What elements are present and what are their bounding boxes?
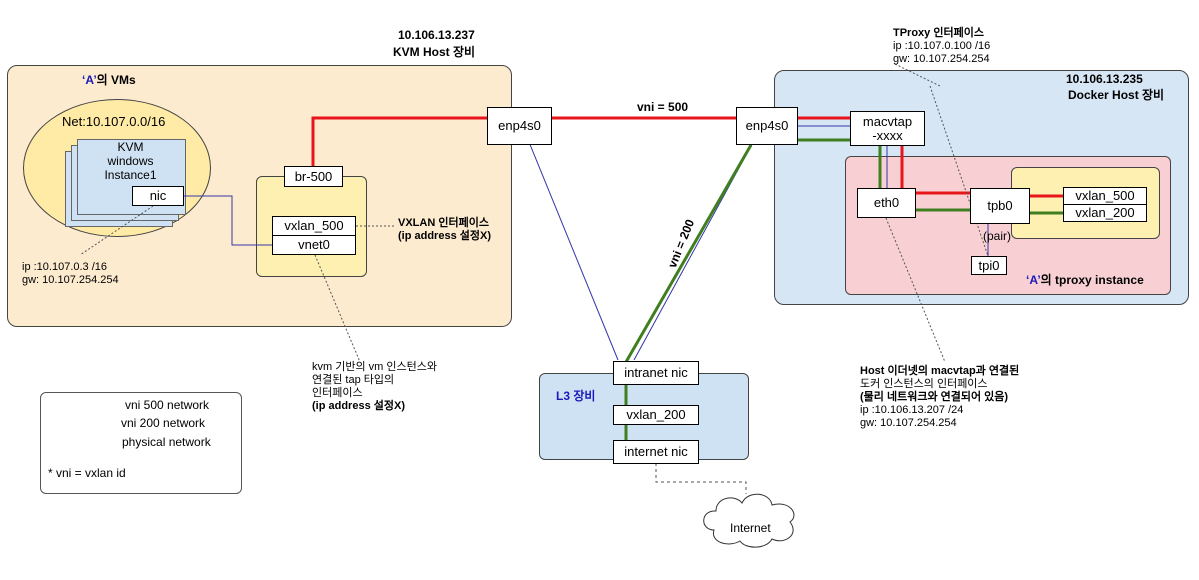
internet-cloud-shape	[703, 493, 795, 548]
docker-vxlan500-box: vxlan_500	[1063, 187, 1147, 205]
vxlan-note-line1: VXLAN 인터페이스	[398, 217, 489, 229]
kvm-note-line4: (ip address 설정X)	[312, 400, 405, 412]
kvm-host-title: KVM Host 장비	[393, 45, 476, 59]
kvm-note-line3: 인터페이스	[312, 387, 363, 399]
vms-suffix: 의 VMs	[96, 73, 136, 87]
vm-gw: gw: 10.107.254.254	[22, 274, 119, 286]
host-note-line4: ip :10.106.13.207 /24	[860, 404, 964, 416]
legend-physical: physical network	[122, 435, 211, 449]
host-note-line5: gw: 10.107.254.254	[860, 417, 957, 429]
bridge-vxlan500-box: vxlan_500	[272, 216, 356, 236]
legend-note: * vni = vxlan id	[48, 466, 126, 480]
tproxy-note-gw: gw: 10.107.254.254	[893, 53, 990, 65]
vni500-label: vni = 500	[637, 100, 689, 114]
legend-vni200: vni 200 network	[121, 416, 206, 430]
pair-label: (pair)	[983, 229, 1012, 243]
docker-vxlan200-box: vxlan_200	[1063, 204, 1147, 222]
tproxy-note-ip: ip :10.107.0.100 /16	[893, 40, 991, 52]
vms-owner: ‘A’	[82, 73, 97, 87]
kvm-enp4s0-box: enp4s0	[487, 107, 552, 145]
vm-network-label: Net:10.107.0.0/16	[62, 114, 166, 129]
internet-label: Internet	[730, 521, 771, 535]
eth0-box: eth0	[857, 188, 916, 218]
intranet-nic-box: intranet nic	[613, 361, 699, 385]
docker-host-title: Docker Host 장비	[1068, 88, 1165, 102]
kvm-note-line1: kvm 기반의 vm 인스턴스와	[312, 361, 437, 373]
host-note-line3: (물리 네트워크와 연결되어 있음)	[860, 391, 1009, 403]
internet-nic-box: internet nic	[613, 440, 699, 464]
vms-group-title: ‘A’의 VMs	[82, 74, 136, 87]
docker-enp4s0-box: enp4s0	[736, 107, 798, 145]
vm-nic-box: nic	[132, 186, 184, 206]
host-note-line1: Host 이더넷의 macvtap과 연결된	[860, 365, 1020, 377]
tpi0-box: tpi0	[971, 256, 1007, 275]
vm-ip: ip :10.107.0.3 /16	[22, 261, 108, 273]
host-note-line2: 도커 인스턴스의 인터페이스	[860, 378, 988, 390]
docker-host-ip: 10.106.13.235	[1066, 72, 1143, 86]
l3-vxlan200-box: vxlan_200	[613, 405, 699, 425]
tproxy-instance-title: ‘A’의 tproxy instance	[1026, 274, 1144, 287]
l3-title: L3 장비	[556, 389, 596, 403]
tproxy-suffix: 의 tproxy instance	[1040, 273, 1144, 287]
vxlan-note-line2: (ip address 설정X)	[398, 230, 491, 242]
tproxy-owner: ‘A’	[1026, 273, 1041, 287]
bridge-vnet0-box: vnet0	[272, 235, 356, 255]
bridge-br500-box: br-500	[284, 166, 343, 187]
kvm-host-ip: 10.106.13.237	[398, 28, 475, 42]
vm-instance-name: KVM windows Instance1	[104, 140, 157, 182]
macvtap-box: macvtap -xxxx	[850, 111, 925, 146]
legend-vni500: vni 500 network	[125, 398, 210, 412]
legend-box	[40, 392, 242, 494]
tpb0-box: tpb0	[970, 188, 1030, 224]
kvm-note-line2: 연결된 tap 타입의	[312, 374, 395, 386]
tproxy-note-title: TProxy 인터페이스	[893, 27, 984, 39]
